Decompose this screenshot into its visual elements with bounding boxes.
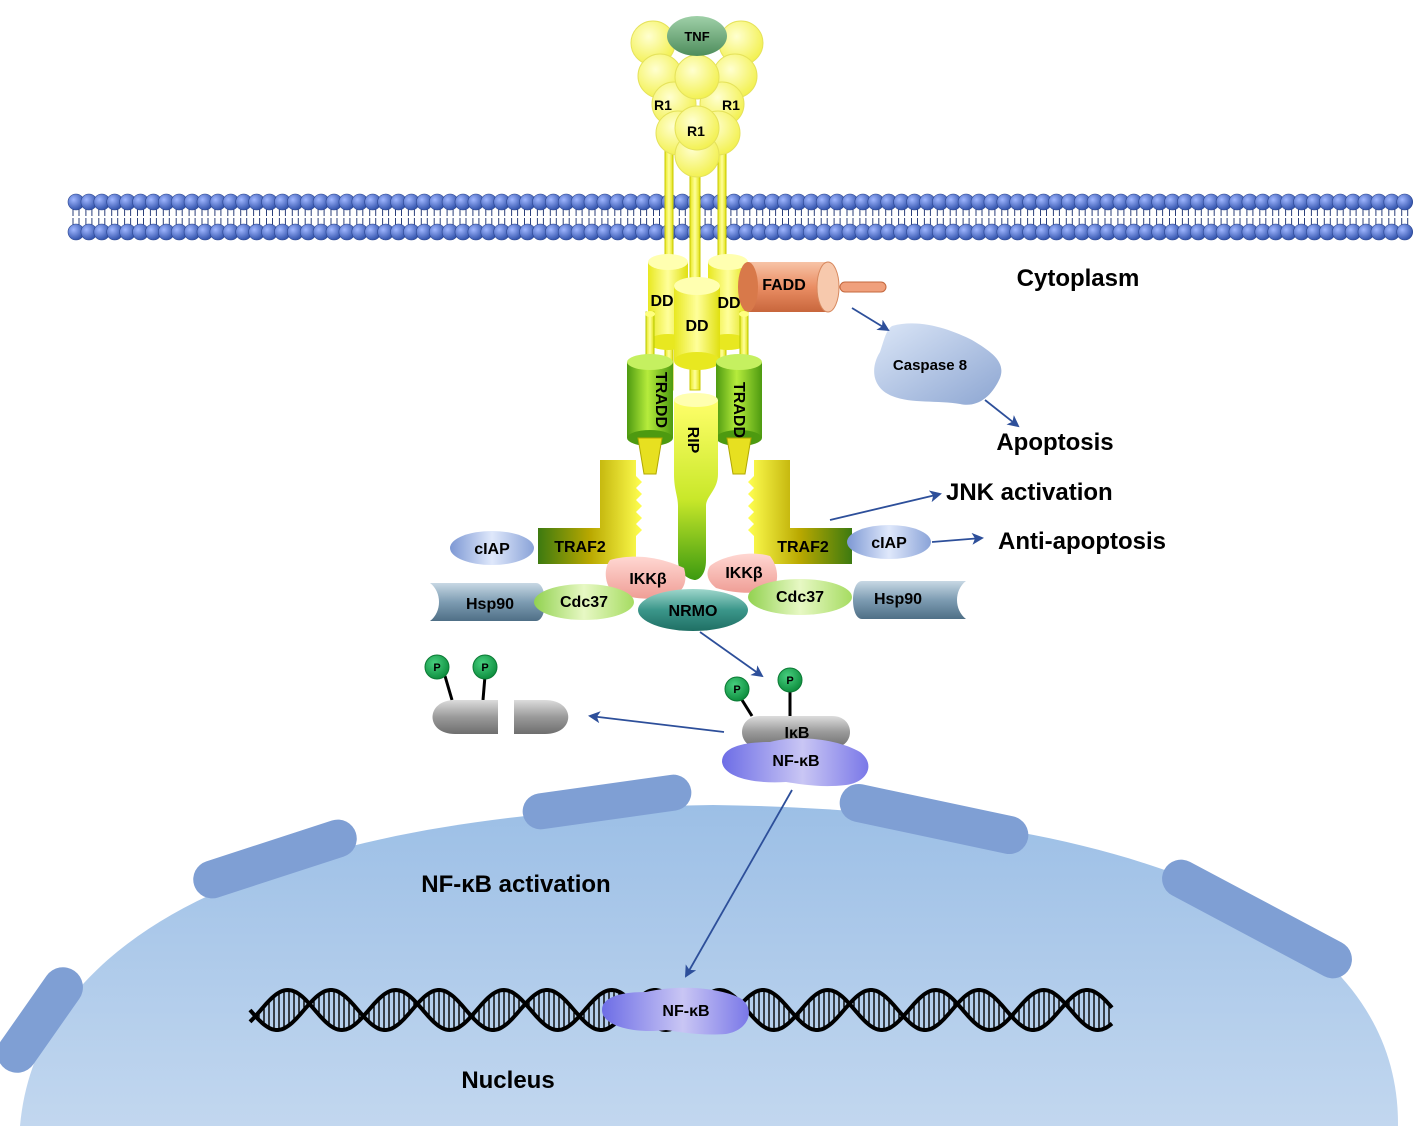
phospho-group-complex-2: P [777, 667, 803, 693]
signaling-arrows [588, 307, 1020, 978]
cell-membrane [67, 193, 1413, 241]
ikkb-right: IKKβ [707, 553, 778, 593]
tradd-left-label: TRADD [652, 372, 669, 428]
nucleus [0, 774, 1399, 1126]
phospho-group-complex-1: P [724, 676, 750, 702]
tradd-right-label: TRADD [730, 382, 747, 438]
tradd-left: TRADD [627, 311, 673, 475]
nucleus-label: Nucleus [461, 1067, 554, 1094]
lipid-head [1396, 193, 1413, 211]
traf2-right-label: TRAF2 [777, 539, 829, 556]
hsp90-right-label: Hsp90 [874, 591, 922, 608]
nfkb-nucleus-label: NF-κB [662, 1003, 709, 1020]
dd-center-label: DD [685, 318, 708, 335]
hsp90-left: Hsp90 [430, 583, 545, 621]
r1-center-label: R1 [687, 123, 705, 139]
nfkb-activation-label: NF-κB activation [421, 871, 610, 898]
r1-left-label: R1 [654, 97, 672, 113]
ikb-nfkb-complex: P P IκB NF-κB [722, 667, 869, 787]
nucleus-envelope [20, 805, 1399, 1126]
p-complex-2: P [786, 675, 793, 687]
p-degraded-1: P [433, 662, 440, 674]
traf2-right: TRAF2 [748, 460, 852, 564]
dd-right-label: DD [717, 295, 740, 312]
rip-label: RIP [684, 427, 701, 454]
arrow-nrmo-to-ikb [699, 631, 764, 678]
ciap-right-label: cIAP [871, 535, 907, 552]
arrow-ciap-to-anti-apoptosis [931, 532, 984, 545]
cdc37-left: Cdc37 [534, 584, 634, 620]
nfkb-dna-bound: NF-κB [602, 987, 749, 1035]
ikkb-left: IKKβ [605, 556, 686, 599]
arrow-traf2-to-jnk [829, 490, 942, 521]
anti-apoptosis-label: Anti-apoptosis [998, 528, 1166, 555]
cytoplasm-label: Cytoplasm [1017, 265, 1140, 292]
tradd-right: TRADD [716, 311, 762, 475]
p-complex-1: P [733, 684, 740, 696]
arrow-ikb-degradation [588, 711, 725, 733]
fadd-label: FADD [762, 277, 806, 294]
traf2-left: TRAF2 [538, 460, 642, 564]
r1-right-label: R1 [722, 97, 740, 113]
cdc37-right-label: Cdc37 [776, 589, 824, 606]
ciap-right: cIAP [847, 525, 931, 559]
tnf-label: TNF [684, 29, 709, 44]
hsp90-left-label: Hsp90 [466, 596, 514, 613]
r1-receptor-spheres [630, 20, 764, 178]
caspase-8: Caspase 8 [874, 323, 1002, 405]
dd-left-label: DD [650, 293, 673, 310]
nfkb-cytoplasm-label: NF-κB [772, 753, 819, 770]
ikkb-right-label: IKKβ [725, 565, 763, 582]
nuclear-pores [0, 774, 1352, 1073]
cdc37-left-label: Cdc37 [560, 594, 608, 611]
lipid-head [1396, 223, 1413, 241]
arrow-fadd-to-caspase8 [851, 307, 890, 332]
tnf-ligand [667, 16, 727, 56]
fadd: FADD [738, 261, 887, 313]
rip: RIP [674, 393, 718, 580]
hsp90-right: Hsp90 [853, 581, 966, 619]
nrmo: NRMO [638, 589, 748, 631]
arrow-nfkb-to-nucleus [685, 789, 793, 978]
p-degraded-2: P [481, 662, 488, 674]
jnk-activation-label: JNK activation [946, 479, 1113, 506]
arrow-caspase8-to-apoptosis [984, 399, 1020, 428]
ciap-left-label: cIAP [474, 541, 510, 558]
phospho-group-degraded-1: P [424, 654, 450, 680]
cdc37-right: Cdc37 [748, 579, 852, 615]
ikkb-left-label: IKKβ [629, 571, 667, 588]
caspase8-label: Caspase 8 [893, 357, 967, 374]
degraded-ikb: P P [424, 654, 569, 734]
nrmo-label: NRMO [669, 603, 718, 620]
ciap-left: cIAP [450, 531, 534, 565]
traf2-left-label: TRAF2 [554, 539, 606, 556]
phospho-group-degraded-2: P [472, 654, 498, 680]
ikb-label: IκB [785, 725, 810, 742]
apoptosis-label: Apoptosis [996, 429, 1113, 456]
